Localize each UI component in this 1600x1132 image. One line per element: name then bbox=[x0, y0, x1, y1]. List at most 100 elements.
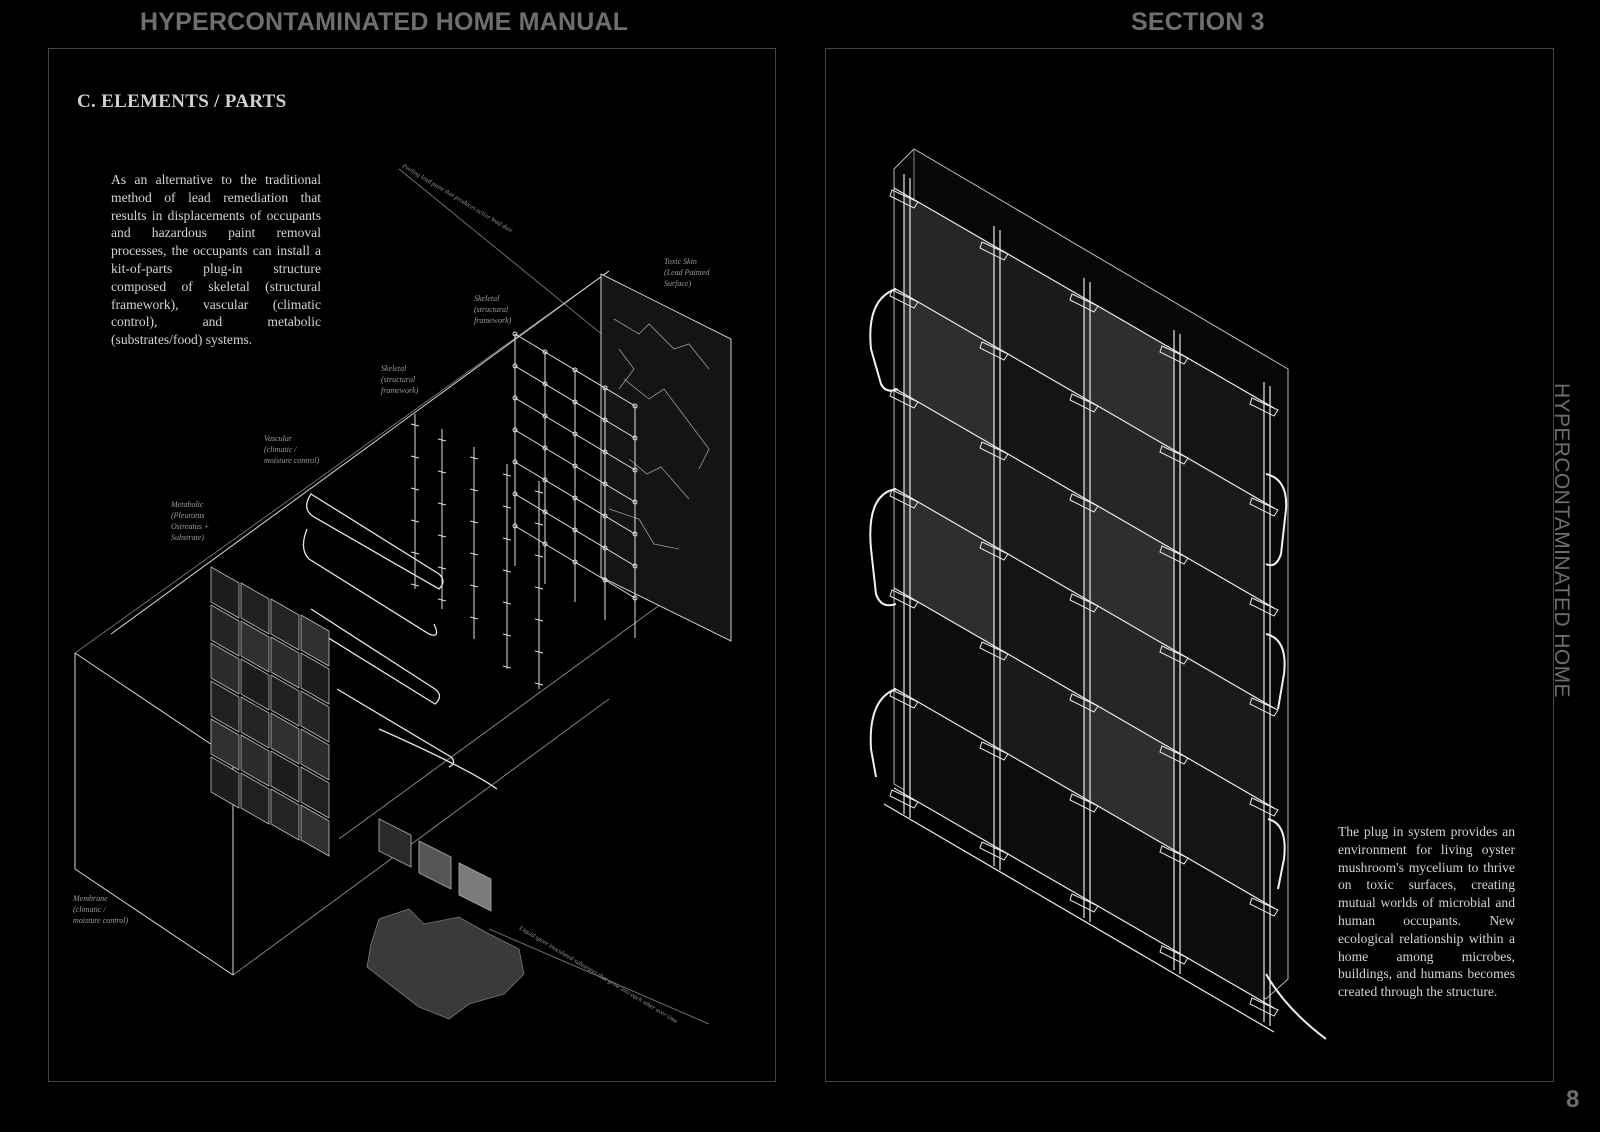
rod-clip bbox=[534, 554, 544, 558]
metabolic-tile bbox=[300, 652, 330, 705]
frame-rail bbox=[893, 287, 1275, 509]
frame-connector bbox=[889, 789, 919, 809]
rod-clip bbox=[534, 682, 544, 686]
rod-clip bbox=[437, 502, 447, 506]
room-edge-line bbox=[74, 652, 234, 760]
grid-joint bbox=[542, 477, 548, 483]
frame-connector bbox=[1069, 593, 1099, 613]
metabolic-tile bbox=[240, 772, 270, 825]
grid-joint bbox=[512, 523, 518, 529]
grid-joint bbox=[542, 413, 548, 419]
right-page-panel: The plug in system provides an environme… bbox=[825, 48, 1554, 1082]
label-skeletal-a: Skeletal (structural framework) bbox=[474, 294, 512, 325]
rod-clip bbox=[502, 505, 512, 509]
label-skeletal-b: Skeletal (structural framework) bbox=[381, 364, 419, 395]
frame-connector bbox=[1249, 497, 1279, 517]
frame-connector bbox=[979, 541, 1009, 561]
metabolic-tile bbox=[270, 674, 300, 727]
metabolic-tile bbox=[210, 756, 240, 809]
metabolic-tile bbox=[240, 620, 270, 673]
metabolic-tile bbox=[270, 598, 300, 651]
frame-rail bbox=[893, 687, 1275, 909]
frame-connector bbox=[1069, 793, 1099, 813]
grid-joint bbox=[632, 595, 638, 601]
frame-rail bbox=[893, 787, 1275, 1009]
grid-joint bbox=[632, 499, 638, 505]
frame-connector bbox=[1249, 997, 1279, 1017]
rod-clip bbox=[502, 569, 512, 573]
frame-connector bbox=[1249, 397, 1279, 417]
grid-joint bbox=[602, 449, 608, 455]
metabolic-tile bbox=[270, 788, 300, 841]
skeletal-rods bbox=[410, 414, 544, 689]
metabolic-tile bbox=[300, 728, 330, 781]
frame-connector bbox=[1159, 945, 1189, 965]
rod-clip bbox=[502, 665, 512, 669]
frame-rail bbox=[893, 487, 1275, 709]
rod-clip bbox=[410, 551, 420, 555]
substrate-samples bbox=[378, 818, 492, 912]
assembled-plug-in-wall-diagram bbox=[869, 148, 1327, 1040]
vascular-loops bbox=[869, 288, 1327, 1040]
grid-joint bbox=[632, 563, 638, 569]
frame-connector bbox=[1069, 893, 1099, 913]
room-edge-line bbox=[338, 568, 710, 840]
metabolic-tile bbox=[300, 766, 330, 819]
wall-framework bbox=[883, 174, 1279, 1033]
rod-clip bbox=[437, 566, 447, 570]
frame-connector bbox=[889, 689, 919, 709]
frame-connector bbox=[1159, 345, 1189, 365]
grid-joint bbox=[602, 481, 608, 487]
frame-connector bbox=[979, 341, 1009, 361]
intro-paragraph: As an alternative to the traditional met… bbox=[111, 172, 321, 348]
metabolic-tile bbox=[300, 804, 330, 857]
label-toxic-skin: Toxic Skin (Lead Painted Surface) bbox=[664, 257, 712, 288]
rod-clip bbox=[534, 522, 544, 526]
frame-connector bbox=[1159, 745, 1189, 765]
frame-rail bbox=[893, 387, 1275, 609]
metabolic-tile bbox=[270, 750, 300, 803]
grid-joint bbox=[632, 531, 638, 537]
metabolic-tile bbox=[240, 658, 270, 711]
grid-joint bbox=[572, 527, 578, 533]
rod-clip bbox=[410, 583, 420, 587]
frame-connector bbox=[1069, 693, 1099, 713]
metabolic-tile bbox=[210, 680, 240, 733]
annotation-top: Peeling lead paint that produces active … bbox=[400, 162, 514, 234]
room-edge-line bbox=[74, 868, 234, 976]
annotation-leader-line bbox=[488, 928, 710, 1025]
metabolic-tile bbox=[210, 642, 240, 695]
grid-joint bbox=[512, 427, 518, 433]
section-heading: C. ELEMENTS / PARTS bbox=[77, 91, 287, 112]
grid-joint bbox=[572, 431, 578, 437]
rod-clip bbox=[534, 618, 544, 622]
grid-joint bbox=[602, 513, 608, 519]
vertical-side-title: HYPERCONTAMINATED HOME bbox=[1550, 383, 1573, 698]
grid-joint bbox=[572, 495, 578, 501]
rod-clip bbox=[410, 423, 420, 427]
frame-connector bbox=[889, 389, 919, 409]
room-edge-line bbox=[74, 270, 610, 654]
frame-connector bbox=[1249, 697, 1279, 717]
grid-joint bbox=[512, 331, 518, 337]
rod-clip bbox=[410, 487, 420, 491]
label-membrane: Membrane (climatic / moisture control) bbox=[72, 894, 129, 925]
metabolic-tile-grid bbox=[210, 566, 330, 857]
rod-clip bbox=[534, 490, 544, 494]
metabolic-tile bbox=[270, 712, 300, 765]
rod-clip bbox=[534, 650, 544, 654]
metabolic-tile bbox=[210, 604, 240, 657]
skeletal-grid-large bbox=[512, 331, 638, 638]
grid-joint bbox=[602, 385, 608, 391]
frame-connector bbox=[889, 289, 919, 309]
base-tray bbox=[883, 803, 1275, 1033]
grid-joint bbox=[572, 399, 578, 405]
inoculated-substrate-blob bbox=[366, 908, 525, 1020]
metabolic-tile bbox=[300, 690, 330, 743]
grid-joint bbox=[602, 545, 608, 551]
rod-clip bbox=[469, 552, 479, 556]
frame-connector bbox=[889, 489, 919, 509]
rod-clip bbox=[502, 537, 512, 541]
exploded-axonometric-diagram: Toxic Skin (Lead Painted Surface) Skelet… bbox=[72, 162, 732, 1025]
rod-clip bbox=[437, 438, 447, 442]
